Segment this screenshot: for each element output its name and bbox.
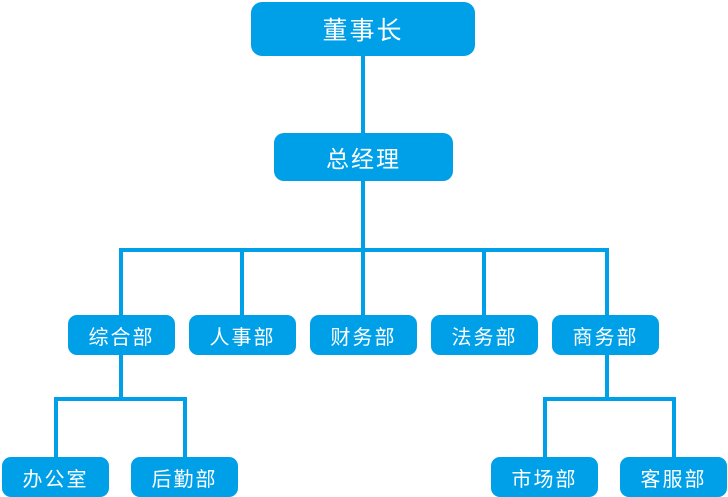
connector-drop-hr (240, 248, 244, 317)
connector-subbus-left (54, 397, 187, 401)
connector-general-manager-to-bus (361, 181, 365, 252)
connector-drop-office (54, 397, 58, 459)
node-general-manager[interactable]: 总经理 (274, 133, 453, 181)
node-subunit-logistics[interactable]: 后勤部 (131, 457, 238, 497)
node-subunit-customer-service[interactable]: 客服部 (620, 457, 727, 497)
node-department-legal[interactable]: 法务部 (431, 315, 538, 355)
node-subunit-marketing[interactable]: 市场部 (491, 457, 598, 497)
connector-drop-comprehensive (119, 248, 123, 317)
connector-drop-finance (361, 248, 365, 317)
node-department-finance[interactable]: 财务部 (310, 315, 417, 355)
connector-subbus-right (543, 397, 676, 401)
connector-drop-business (605, 248, 609, 317)
node-chairman[interactable]: 董事长 (251, 2, 475, 56)
connector-comprehensive-to-subbus (119, 355, 123, 401)
node-subunit-office[interactable]: 办公室 (2, 457, 109, 497)
connector-business-to-subbus (605, 355, 609, 401)
connector-drop-legal (482, 248, 486, 317)
node-department-comprehensive[interactable]: 综合部 (68, 315, 175, 355)
connector-drop-customer-service (672, 397, 676, 459)
node-department-hr[interactable]: 人事部 (189, 315, 296, 355)
node-department-business[interactable]: 商务部 (552, 315, 659, 355)
connector-chairman-to-general-manager (361, 56, 365, 134)
connector-drop-logistics (183, 397, 187, 459)
connector-drop-marketing (543, 397, 547, 459)
